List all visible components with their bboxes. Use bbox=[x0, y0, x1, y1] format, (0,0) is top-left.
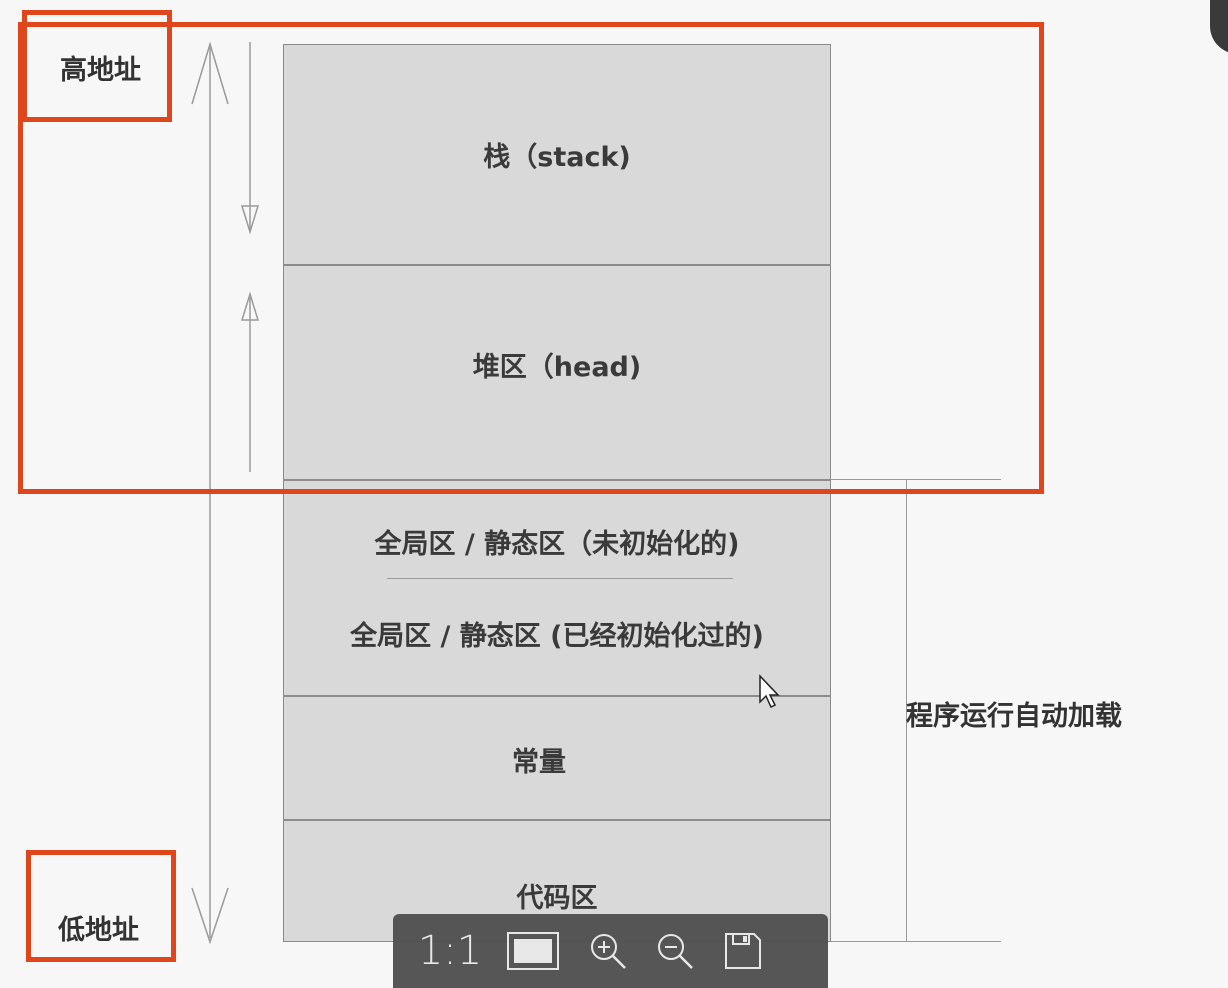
divider-heap-global bbox=[283, 479, 831, 481]
zoom-out-icon bbox=[658, 934, 693, 969]
actual-size-label: 1:1 bbox=[417, 928, 483, 974]
high-address-label: 高地址 bbox=[60, 55, 141, 86]
image-viewer-toolbar: 1:1 bbox=[393, 914, 828, 988]
divider-constant-code bbox=[283, 819, 831, 821]
divider-global-constant bbox=[283, 695, 831, 697]
save-icon bbox=[725, 933, 761, 969]
segment-global-init-label: 全局区 / 静态区 (已经初始化过的) bbox=[350, 621, 764, 652]
stack-grow-down-icon bbox=[240, 205, 260, 235]
highlight-stack-heap-box bbox=[18, 22, 1044, 494]
fit-to-screen-button[interactable] bbox=[498, 914, 568, 988]
arrow-down-head-icon bbox=[191, 887, 229, 945]
mouse-cursor-icon bbox=[759, 674, 780, 709]
segment-global-uninit-label: 全局区 / 静态区（未初始化的) bbox=[374, 529, 740, 560]
divider-global-inner bbox=[387, 578, 733, 579]
segment-stack-label: 栈（stack) bbox=[483, 142, 631, 173]
segment-code-label: 代码区 bbox=[516, 883, 598, 914]
low-address-label: 低地址 bbox=[58, 915, 139, 946]
save-button[interactable] bbox=[713, 914, 773, 988]
auto-load-label: 程序运行自动加载 bbox=[906, 701, 1122, 732]
bracket-top-line bbox=[831, 479, 1001, 480]
zoom-out-button[interactable] bbox=[645, 914, 705, 988]
zoom-in-icon bbox=[591, 934, 626, 969]
actual-size-button[interactable]: 1:1 bbox=[415, 914, 485, 988]
zoom-in-button[interactable] bbox=[578, 914, 638, 988]
fit-to-screen-icon bbox=[507, 932, 559, 970]
divider-stack-heap bbox=[283, 264, 831, 266]
segment-constant-label: 常量 bbox=[512, 747, 566, 778]
highlight-low-address-box bbox=[26, 850, 176, 962]
highlight-high-address-box bbox=[22, 10, 172, 122]
heap-grow-up-icon bbox=[240, 291, 260, 321]
segment-heap-label: 堆区（head) bbox=[472, 352, 642, 383]
arrow-up-head-icon bbox=[191, 41, 229, 105]
bracket-vertical-line bbox=[906, 480, 907, 942]
bracket-bottom-line bbox=[831, 941, 1001, 942]
window-corner-control bbox=[1210, 0, 1228, 54]
